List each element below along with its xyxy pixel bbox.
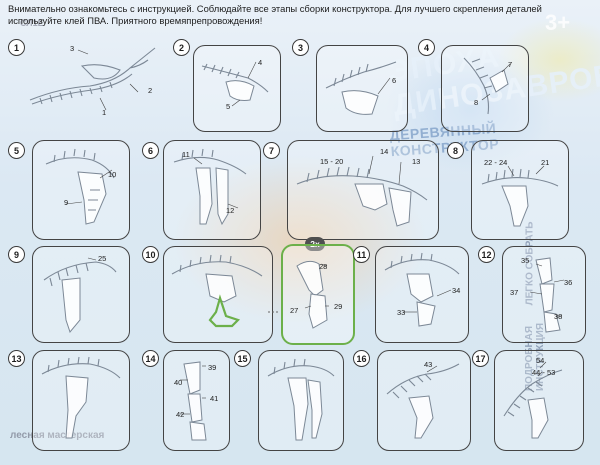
step-number-6: 6 bbox=[142, 142, 159, 159]
step-number-1: 1 bbox=[8, 39, 25, 56]
step-8-illustration bbox=[481, 165, 559, 227]
step-5-illustration bbox=[45, 148, 115, 225]
step-number-16: 16 bbox=[353, 350, 370, 367]
step-10-illustration bbox=[171, 254, 263, 328]
step-3-illustration bbox=[325, 61, 397, 115]
step-12-part: 37 bbox=[510, 288, 519, 297]
bg-age-badge: 3+ bbox=[545, 10, 571, 35]
step-11-part: 34 bbox=[452, 286, 461, 295]
step-5-part: 9 bbox=[64, 198, 69, 207]
step-14-part: 42 bbox=[176, 410, 185, 419]
step-4-illustration bbox=[463, 57, 511, 115]
step-number-9: 9 bbox=[8, 246, 25, 263]
step-12-part: 36 bbox=[564, 278, 573, 287]
step-number-8: 8 bbox=[447, 142, 464, 159]
step-14-part: 40 bbox=[174, 378, 183, 387]
step-11-illustration bbox=[384, 252, 460, 327]
step-17-part: 44 - 53 bbox=[532, 368, 556, 377]
step-5-part: 10 bbox=[108, 170, 117, 179]
step-12-illustration bbox=[529, 257, 565, 333]
step-6-part: 11 bbox=[182, 150, 190, 159]
step-2-part: 4 bbox=[258, 58, 263, 67]
step-17-part: 54 bbox=[536, 356, 545, 365]
step-number-3: 3 bbox=[292, 39, 309, 56]
step-6-illustration bbox=[173, 148, 247, 226]
step-number-12: 12 bbox=[478, 246, 495, 263]
step-3-frame bbox=[316, 45, 408, 132]
step-1-illustration bbox=[29, 47, 156, 111]
step-7-part: 15 - 20 bbox=[320, 157, 344, 166]
instructions-text: Внимательно ознакомьтесь с инструкцией. … bbox=[8, 3, 542, 26]
step-14-part: 41 bbox=[210, 394, 219, 403]
step-2x-frame bbox=[281, 244, 355, 345]
step-number-10: 10 bbox=[142, 246, 159, 263]
step-number-14: 14 bbox=[142, 350, 159, 367]
step-1-part: 1 bbox=[102, 108, 107, 117]
step-number-2: 2 bbox=[173, 39, 190, 56]
step-11-part: 33 bbox=[397, 308, 406, 317]
step-16-illustration bbox=[386, 363, 460, 439]
step-9-frame bbox=[32, 246, 130, 343]
step-1-part: 3 bbox=[70, 44, 75, 53]
bg-brand-small: СЛ1Е bbox=[20, 18, 44, 28]
step-1-part: 2 bbox=[148, 86, 153, 95]
bg-brand: лесная мастерская bbox=[10, 430, 105, 441]
step-3-part: 6 bbox=[392, 76, 397, 85]
step-number-4: 4 bbox=[418, 39, 435, 56]
step-number-7: 7 bbox=[263, 142, 280, 159]
step-5-frame bbox=[32, 140, 130, 240]
step-9-part: 25 bbox=[98, 254, 107, 263]
step-4-part: 8 bbox=[474, 98, 479, 107]
step-number-17: 17 bbox=[472, 350, 489, 367]
step-number-11: 11 bbox=[353, 246, 370, 263]
step-number-5: 5 bbox=[8, 142, 25, 159]
step-number-13: 13 bbox=[8, 350, 25, 367]
step-2x-part: 28 bbox=[319, 262, 328, 271]
step-2-part: 5 bbox=[226, 102, 231, 111]
step-2x-part: 29 bbox=[334, 302, 343, 311]
step-13-illustration bbox=[41, 356, 121, 439]
step-2-illustration bbox=[201, 61, 269, 107]
step-14-part: 39 bbox=[208, 363, 217, 372]
step-17-illustration bbox=[503, 361, 563, 439]
connector-dots bbox=[268, 311, 280, 313]
step-8-part: 21 bbox=[541, 158, 550, 167]
step-16-part: 43 bbox=[424, 360, 433, 369]
step-14-illustration bbox=[180, 361, 207, 441]
step-12-part: 35 bbox=[521, 256, 530, 265]
step-15-illustration bbox=[267, 358, 335, 441]
step-6-part: 12 bbox=[226, 206, 235, 215]
step-7-part: 14 bbox=[380, 147, 389, 156]
step-12-part: 38 bbox=[554, 312, 563, 321]
step-2x-part: 27 bbox=[290, 306, 299, 315]
step-4-part: 7 bbox=[508, 60, 513, 69]
step-7-part: 13 bbox=[412, 157, 421, 166]
step-number-15: 15 bbox=[234, 350, 251, 367]
step-9-illustration bbox=[43, 257, 117, 334]
step-7-illustration bbox=[296, 155, 428, 227]
step-8-part: 22 - 24 bbox=[484, 158, 508, 167]
step-2x-illustration bbox=[296, 260, 329, 329]
